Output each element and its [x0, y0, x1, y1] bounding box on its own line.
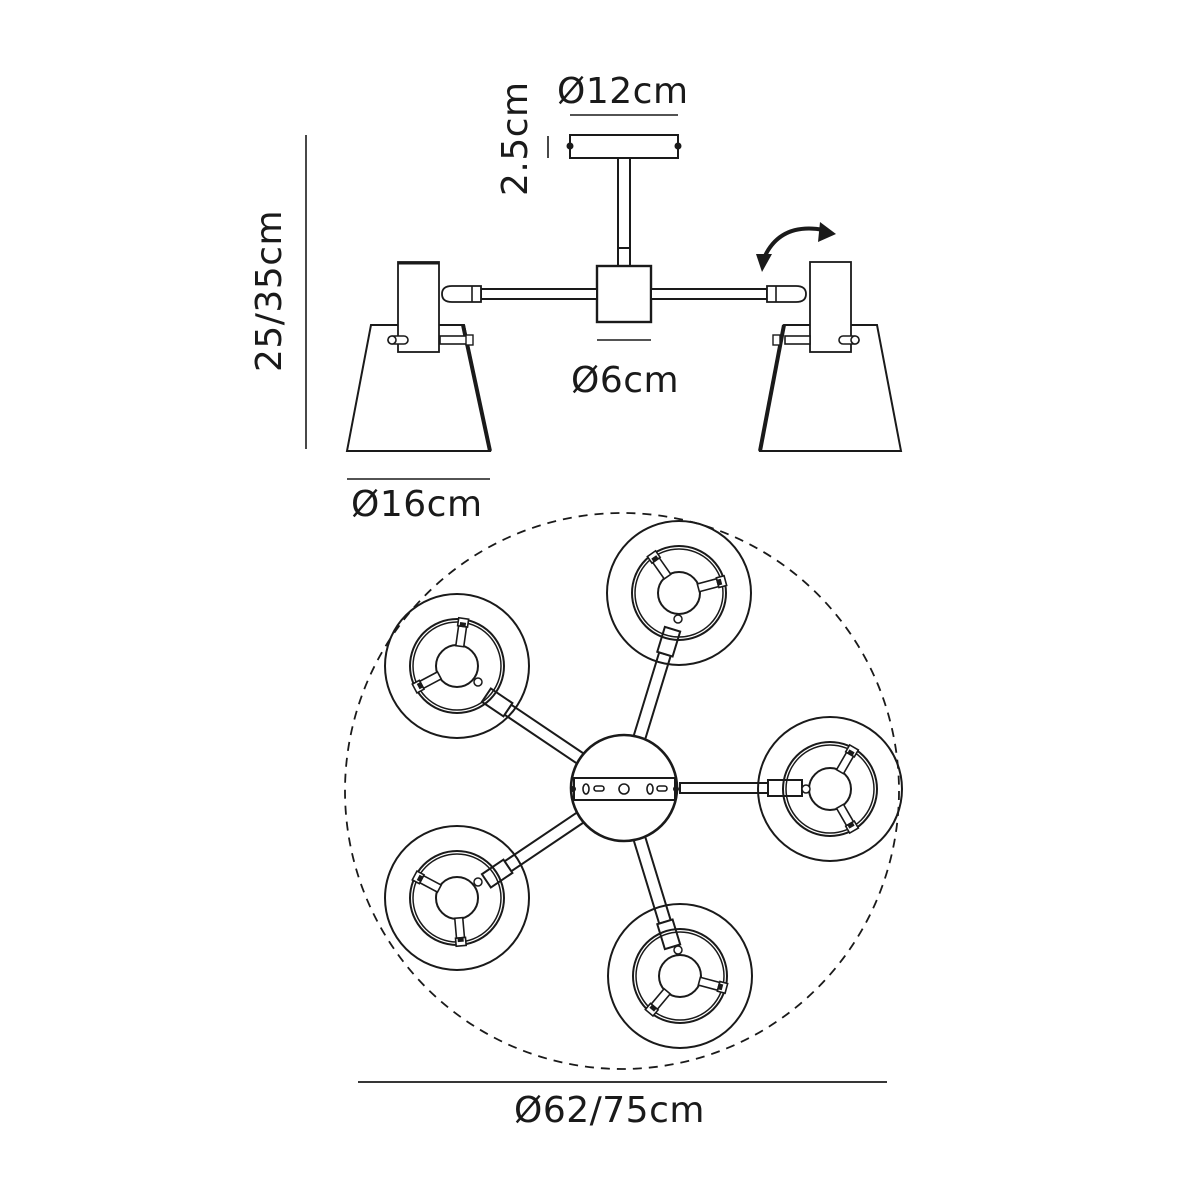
overall-diameter-circle: [344, 512, 900, 1070]
side-shade-left: [345, 261, 492, 452]
ceiling-plate-diameter-label: Ø12cm: [557, 71, 689, 112]
ceiling-plate-height-label: 2.5cm: [495, 81, 536, 196]
top-shade-right: [757, 716, 903, 862]
overall-height-label: 25/35cm: [249, 209, 290, 372]
overall-diameter-label: Ø62/75cm: [514, 1090, 705, 1131]
rotation-arrow-icon: [756, 222, 836, 272]
ceiling-plate: [569, 134, 679, 159]
hub-diameter-label: Ø6cm: [571, 360, 680, 401]
top-view: [344, 512, 903, 1083]
top-shade-top-left: [384, 593, 530, 739]
shade-diameter-label: Ø16cm: [351, 484, 483, 525]
top-shade-bottom-left: [384, 825, 530, 971]
side-view: [305, 114, 903, 480]
stem: [617, 157, 631, 249]
center-ceiling-plate: [569, 733, 679, 843]
top-shade-top: [606, 520, 752, 666]
hub: [595, 264, 653, 324]
top-shade-bottom: [607, 903, 753, 1049]
side-shade-right: [758, 261, 903, 452]
